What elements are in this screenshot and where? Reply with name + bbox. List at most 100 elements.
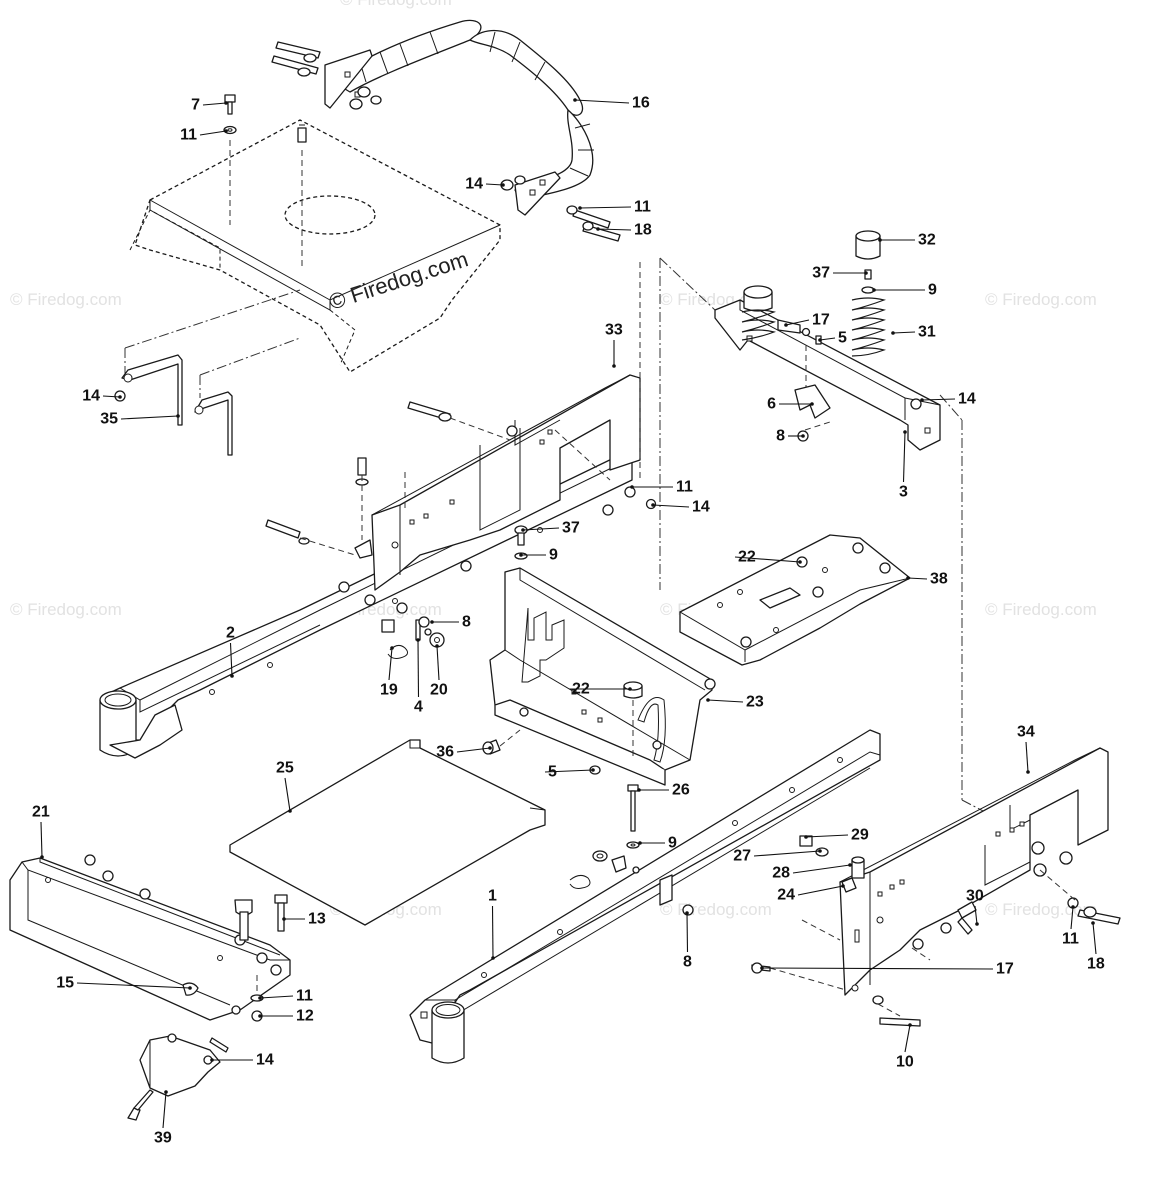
leader-dot	[188, 986, 192, 990]
leader-line	[229, 642, 233, 677]
leader-dot	[784, 323, 788, 327]
leader-dot	[210, 1058, 214, 1062]
callout-label-21: 21	[32, 804, 50, 821]
leader-dot	[573, 98, 577, 102]
leader-line	[1025, 741, 1029, 773]
leader-dot	[818, 338, 822, 342]
callout-label-11: 11	[180, 127, 197, 144]
callout-label-18: 18	[634, 222, 652, 239]
watermark-text: © Firedog.com	[660, 900, 772, 919]
leader-line	[202, 102, 227, 106]
seat-support-34	[801, 747, 1109, 996]
leader-line	[259, 995, 294, 999]
leader-dot	[798, 560, 802, 564]
leader-dot	[40, 855, 44, 859]
leader-line	[753, 850, 821, 857]
leader-dot	[258, 1014, 262, 1018]
leader-dot	[390, 646, 394, 650]
callout-label-38: 38	[930, 571, 948, 588]
leader-lines	[40, 98, 1097, 1129]
leader-dot	[521, 528, 525, 532]
callout-label-22: 22	[572, 681, 590, 698]
callout-label-29: 29	[851, 827, 869, 844]
watermark-text: © Firedog.com	[985, 290, 1097, 309]
watermark-text: © Firedog.com	[10, 600, 122, 619]
roll-bar-16	[324, 19, 594, 216]
leader-dot	[706, 698, 710, 702]
leader-line	[417, 639, 420, 698]
callout-label-5: 5	[548, 764, 557, 781]
leader-line	[797, 885, 844, 896]
callout-label-3: 3	[899, 484, 908, 501]
spring-assembly	[741, 230, 887, 442]
leader-line	[522, 527, 560, 531]
bolt-26	[626, 784, 640, 849]
leader-line	[76, 982, 191, 989]
callout-label-28: 28	[772, 865, 790, 882]
hardware-right	[751, 835, 1121, 1027]
leader-dot	[818, 849, 822, 853]
leader-line	[761, 967, 994, 970]
callout-label-12: 12	[296, 1008, 314, 1025]
leader-line	[819, 337, 836, 341]
callout-label-14: 14	[465, 176, 483, 193]
leader-dot	[878, 238, 882, 242]
callout-label-14: 14	[82, 388, 100, 405]
watermark-text: © Firedog.com	[10, 290, 122, 309]
leader-line	[284, 777, 291, 812]
callout-label-8: 8	[462, 614, 471, 631]
leader-line	[907, 577, 928, 580]
seat-support-33	[265, 262, 641, 591]
leader-dot	[288, 809, 292, 813]
callout-label-34: 34	[1017, 724, 1035, 741]
leader-line	[162, 1091, 167, 1129]
leader-dot	[435, 644, 439, 648]
leader-line	[199, 130, 227, 136]
callout-label-32: 32	[918, 232, 936, 249]
leader-dot	[430, 620, 434, 624]
leader-dot	[488, 746, 492, 750]
leader-line	[904, 1024, 911, 1053]
leader-dot	[224, 101, 228, 105]
leader-line	[974, 905, 978, 925]
leader-line	[574, 99, 630, 104]
frame-rail-1	[409, 729, 881, 1064]
leader-line	[652, 504, 690, 508]
leader-line	[792, 864, 851, 874]
leader-dot	[501, 183, 505, 187]
callout-label-19: 19	[380, 682, 398, 699]
callout-label-10: 10	[896, 1054, 914, 1071]
callout-label-27: 27	[733, 848, 751, 865]
leader-dot	[1026, 770, 1030, 774]
callout-label-26: 26	[672, 782, 690, 799]
leader-line	[902, 431, 906, 483]
leader-dot	[1091, 921, 1095, 925]
leader-dot	[258, 996, 262, 1000]
leader-dot	[760, 966, 764, 970]
watermark-text: © Firedog.com	[985, 600, 1097, 619]
leader-line	[921, 398, 956, 401]
leader-dot	[591, 768, 595, 772]
callout-label-9: 9	[668, 835, 677, 852]
callout-label-25: 25	[276, 760, 294, 777]
callout-label-24: 24	[777, 887, 795, 904]
leader-line	[785, 319, 810, 326]
leader-dot	[118, 395, 122, 399]
callout-label-11: 11	[676, 479, 693, 496]
pin-36	[482, 729, 601, 775]
leader-dot	[801, 434, 805, 438]
leader-dot	[903, 430, 907, 434]
leader-dot	[416, 638, 420, 642]
leader-dot	[612, 364, 616, 368]
seat-bracket-35	[114, 354, 233, 456]
leader-dot	[841, 884, 845, 888]
foot-plate-38	[679, 534, 911, 666]
leader-dot	[804, 835, 808, 839]
callout-label-1: 1	[488, 888, 497, 905]
leader-line	[686, 912, 689, 953]
leader-dot	[176, 414, 180, 418]
leader-dot	[638, 841, 642, 845]
leader-line	[120, 415, 179, 420]
leader-dot	[578, 206, 582, 210]
